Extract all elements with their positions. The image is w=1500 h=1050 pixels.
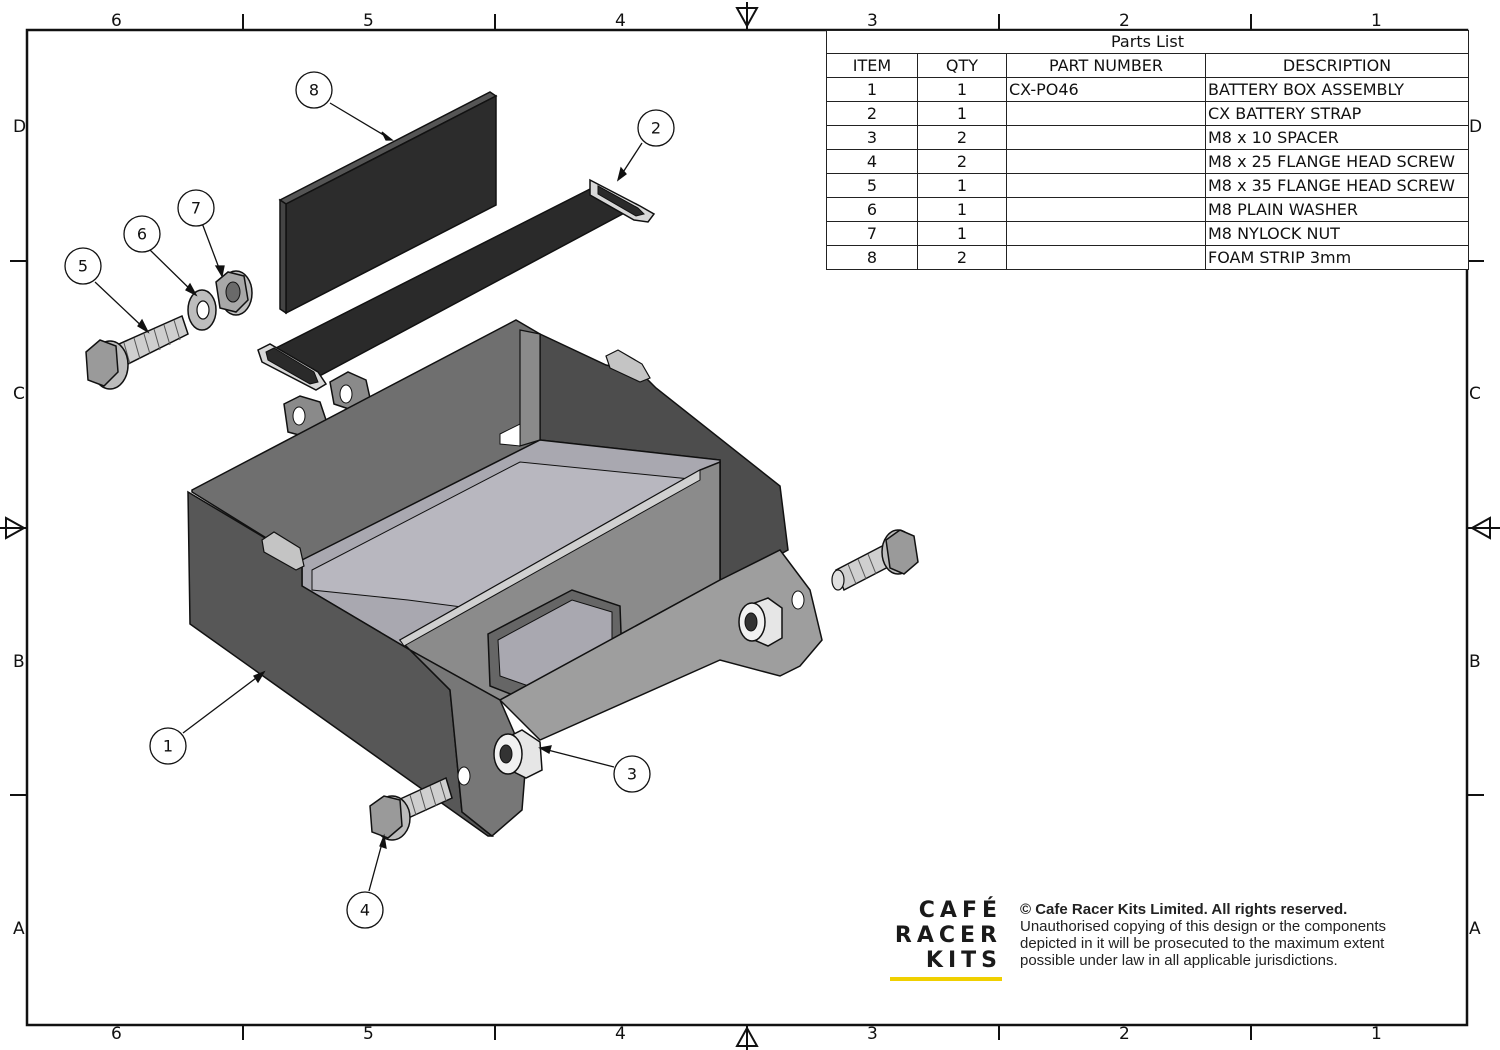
zone-bottom-5: 5 <box>363 1024 374 1044</box>
balloon-4: 4 <box>360 901 370 920</box>
cell-description: M8 x 25 FLANGE HEAD SCREW <box>1205 149 1469 174</box>
zone-top-3: 3 <box>867 11 878 31</box>
cell-part-number: CX-PO46 <box>1006 77 1206 102</box>
zone-top-1: 1 <box>1371 11 1382 31</box>
balloon-2: 2 <box>651 119 661 138</box>
zone-left-b: B <box>13 652 25 672</box>
cell-description: CX BATTERY STRAP <box>1205 101 1469 126</box>
balloons <box>64 71 675 929</box>
cell-item: 6 <box>826 197 918 222</box>
zone-left-d: D <box>13 117 27 137</box>
cell-description: M8 x 10 SPACER <box>1205 125 1469 150</box>
header-part-number: PART NUMBER <box>1006 53 1206 78</box>
cell-qty: 1 <box>917 101 1007 126</box>
cell-part-number <box>1006 125 1206 150</box>
header-item: ITEM <box>826 53 918 78</box>
plain-washer <box>187 289 217 331</box>
parts-list-title: Parts List <box>826 30 1469 54</box>
spacer-rear <box>738 597 783 647</box>
zone-bottom-2: 2 <box>1119 1024 1130 1044</box>
zone-left-c: C <box>13 384 25 404</box>
cell-description: BATTERY BOX ASSEMBLY <box>1205 77 1469 102</box>
header-qty: QTY <box>917 53 1007 78</box>
header-description: DESCRIPTION <box>1205 53 1469 78</box>
cell-qty: 2 <box>917 125 1007 150</box>
zone-bottom-4: 4 <box>615 1024 626 1044</box>
cell-item: 2 <box>826 101 918 126</box>
balloon-8: 8 <box>309 81 319 100</box>
zone-right-d: D <box>1469 117 1483 137</box>
cell-part-number <box>1006 101 1206 126</box>
balloon-5: 5 <box>78 257 88 276</box>
logo-line-cafe: CAFÉ <box>918 898 1002 923</box>
flange-screw-m8x25-front <box>369 776 453 841</box>
cell-part-number <box>1006 245 1206 270</box>
cell-item: 4 <box>826 149 918 174</box>
zone-ticks <box>10 14 1484 1040</box>
copyright-notice: © Cafe Racer Kits Limited. All rights re… <box>1020 901 1460 969</box>
flange-screw-m8x35 <box>85 314 189 390</box>
parts-list-table: Parts List ITEM QTY PART NUMBER DESCRIPT… <box>826 30 1469 270</box>
copyright-line-3: possible under law in all applicable jur… <box>1020 952 1338 969</box>
balloon-3: 3 <box>627 765 637 784</box>
spacer-front <box>493 729 543 779</box>
zone-right-b: B <box>1469 652 1481 672</box>
cell-item: 8 <box>826 245 918 270</box>
balloon-7: 7 <box>191 199 201 218</box>
logo-underline <box>890 977 1002 981</box>
zone-bottom-1: 1 <box>1371 1024 1382 1044</box>
cell-qty: 1 <box>917 173 1007 198</box>
cell-description: M8 NYLOCK NUT <box>1205 221 1469 246</box>
copyright-heading: © Cafe Racer Kits Limited. All rights re… <box>1020 901 1348 918</box>
zone-top-4: 4 <box>615 11 626 31</box>
zone-top-6: 6 <box>111 11 122 31</box>
balloon-1: 1 <box>163 737 173 756</box>
cell-part-number <box>1006 173 1206 198</box>
copyright-line-2: depicted in it will be prosecuted to the… <box>1020 935 1385 952</box>
cafe-racer-kits-logo: CAFÉ RACER KITS <box>884 898 1002 981</box>
cell-item: 1 <box>826 77 918 102</box>
balloon-6: 6 <box>137 225 147 244</box>
battery-strap <box>257 178 656 391</box>
nylock-nut <box>215 270 253 316</box>
zone-right-a: A <box>1469 919 1481 939</box>
zone-bottom-3: 3 <box>867 1024 878 1044</box>
cell-qty: 1 <box>917 197 1007 222</box>
zone-left-a: A <box>13 919 25 939</box>
cell-description: M8 x 35 FLANGE HEAD SCREW <box>1205 173 1469 198</box>
cell-item: 3 <box>826 125 918 150</box>
cell-qty: 2 <box>917 245 1007 270</box>
logo-line-racer: RACER <box>894 923 1002 948</box>
cell-qty: 1 <box>917 77 1007 102</box>
zone-top-2: 2 <box>1119 11 1130 31</box>
cell-description: M8 PLAIN WASHER <box>1205 197 1469 222</box>
foam-strip <box>278 91 498 315</box>
cell-part-number <box>1006 197 1206 222</box>
cell-part-number <box>1006 149 1206 174</box>
cell-qty: 2 <box>917 149 1007 174</box>
copyright-line-1: Unauthorised copying of this design or t… <box>1020 918 1387 935</box>
zone-right-c: C <box>1469 384 1481 404</box>
cell-item: 5 <box>826 173 918 198</box>
cell-part-number <box>1006 221 1206 246</box>
cell-item: 7 <box>826 221 918 246</box>
cell-qty: 1 <box>917 221 1007 246</box>
battery-box <box>187 319 823 837</box>
logo-line-kits: KITS <box>925 948 1002 973</box>
flange-screw-m8x25-rear <box>831 529 919 592</box>
leader-lines <box>94 102 643 892</box>
zone-bottom-6: 6 <box>111 1024 122 1044</box>
zone-top-5: 5 <box>363 11 374 31</box>
cell-description: FOAM STRIP 3mm <box>1205 245 1469 270</box>
